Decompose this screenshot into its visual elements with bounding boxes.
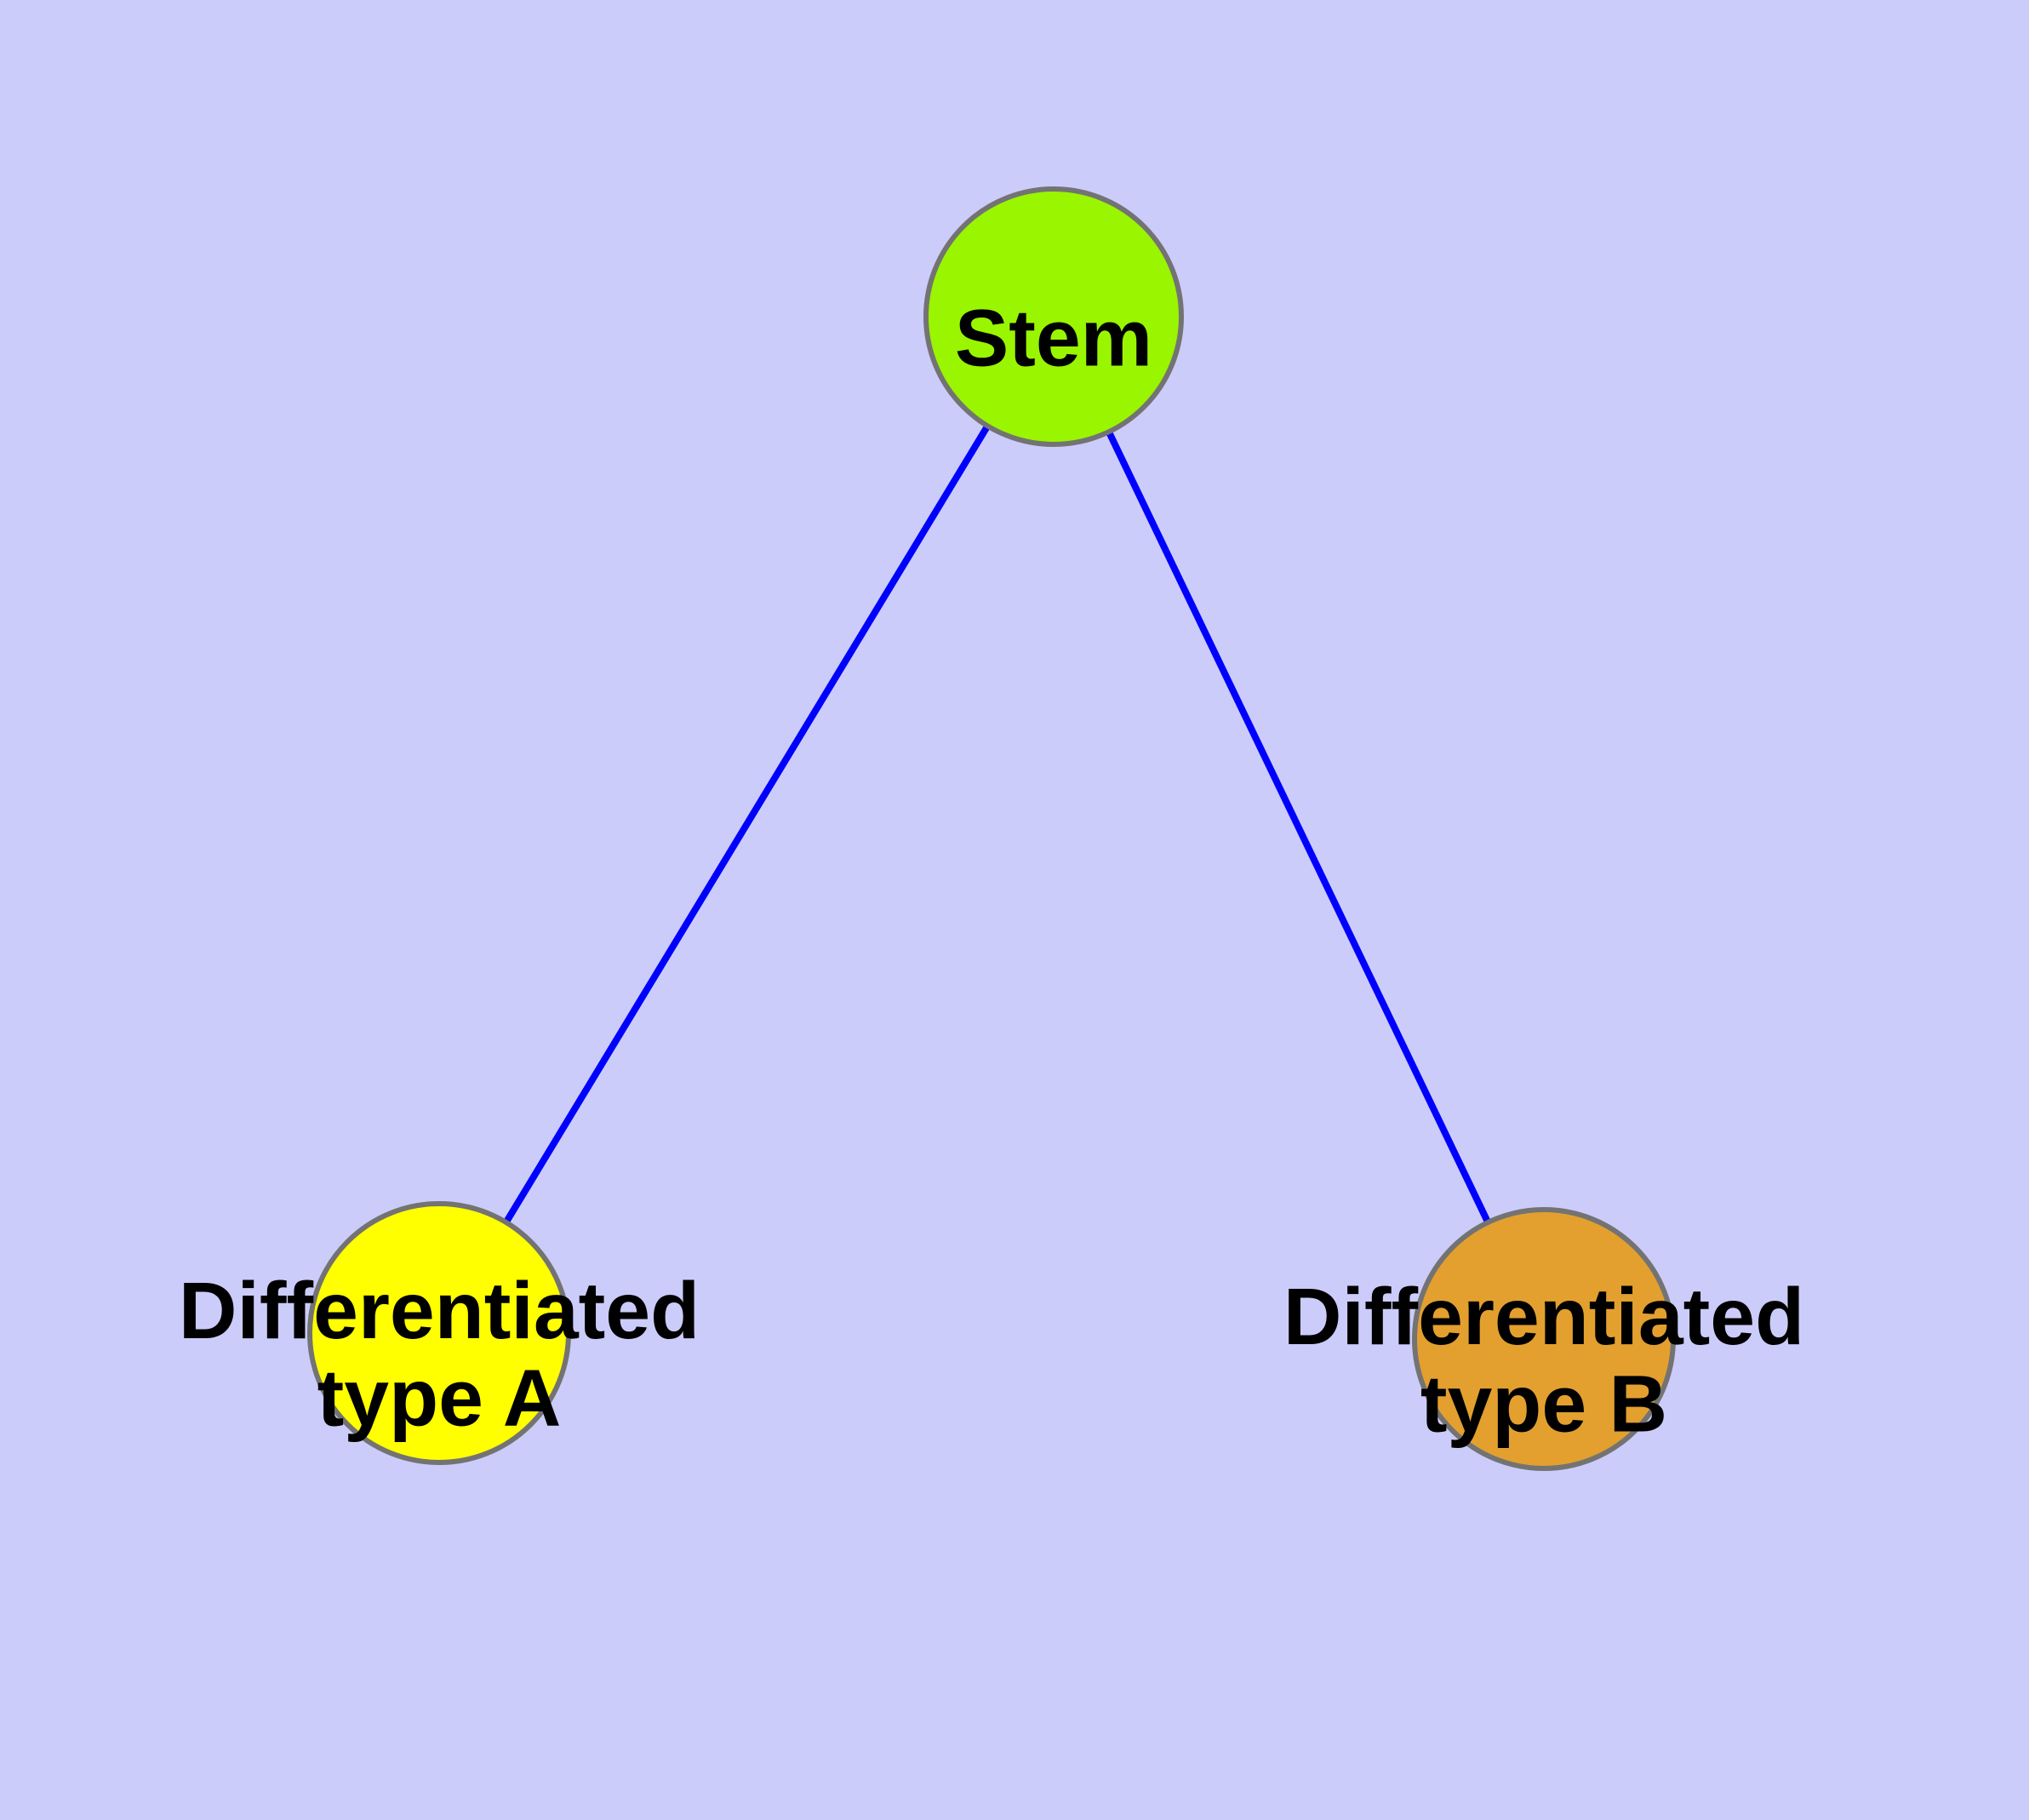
edge-layer xyxy=(501,421,1493,1228)
node-differentiated-type-b[interactable] xyxy=(1412,1207,1676,1471)
node-stem[interactable] xyxy=(923,186,1184,447)
node-label-line: Differentiated xyxy=(179,1266,700,1356)
node-differentiated-type-a[interactable] xyxy=(307,1201,571,1465)
node-label-line: type A xyxy=(317,1354,562,1444)
edge-stem-to-differentiated-type-b[interactable] xyxy=(1104,426,1493,1228)
edge-stem-to-differentiated-type-a[interactable] xyxy=(501,421,992,1228)
node-label-line: Differentiated xyxy=(1283,1272,1804,1362)
node-label-stem: Stem xyxy=(955,293,1152,383)
node-layer xyxy=(307,186,1676,1471)
node-label-line: type B xyxy=(1420,1359,1667,1450)
node-label-line: Stem xyxy=(955,293,1152,383)
